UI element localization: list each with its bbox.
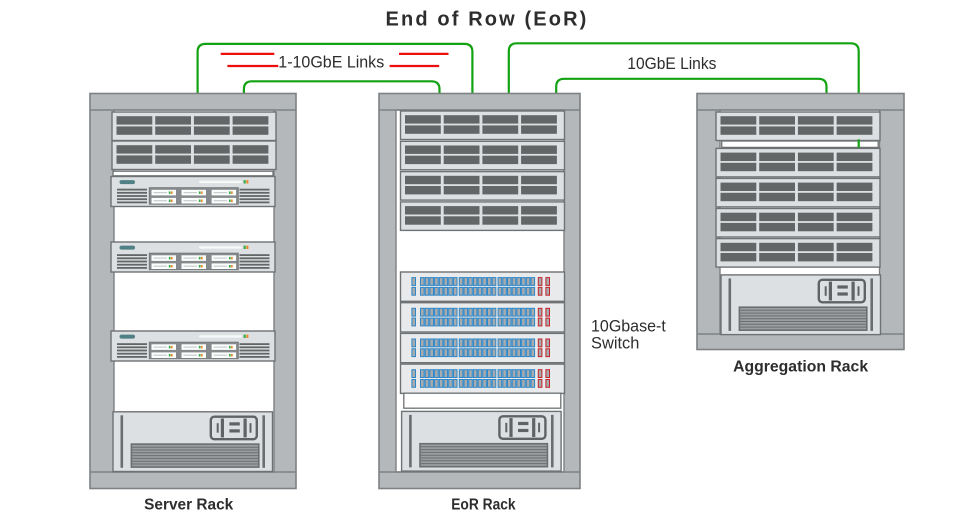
svg-text:Aggregation Rack: Aggregation Rack — [733, 359, 868, 376]
svg-text:EoR Rack: EoR Rack — [451, 496, 515, 513]
svg-text:Switch: Switch — [591, 333, 639, 352]
svg-text:1-10GbE Links: 1-10GbE Links — [278, 52, 384, 71]
svg-text:10Gbase-t: 10Gbase-t — [591, 317, 666, 336]
svg-text:10GbE Links: 10GbE Links — [627, 54, 716, 73]
svg-text:Server Rack: Server Rack — [144, 496, 233, 513]
svg-text:End of Row (EoR): End of Row (EoR) — [386, 9, 589, 31]
